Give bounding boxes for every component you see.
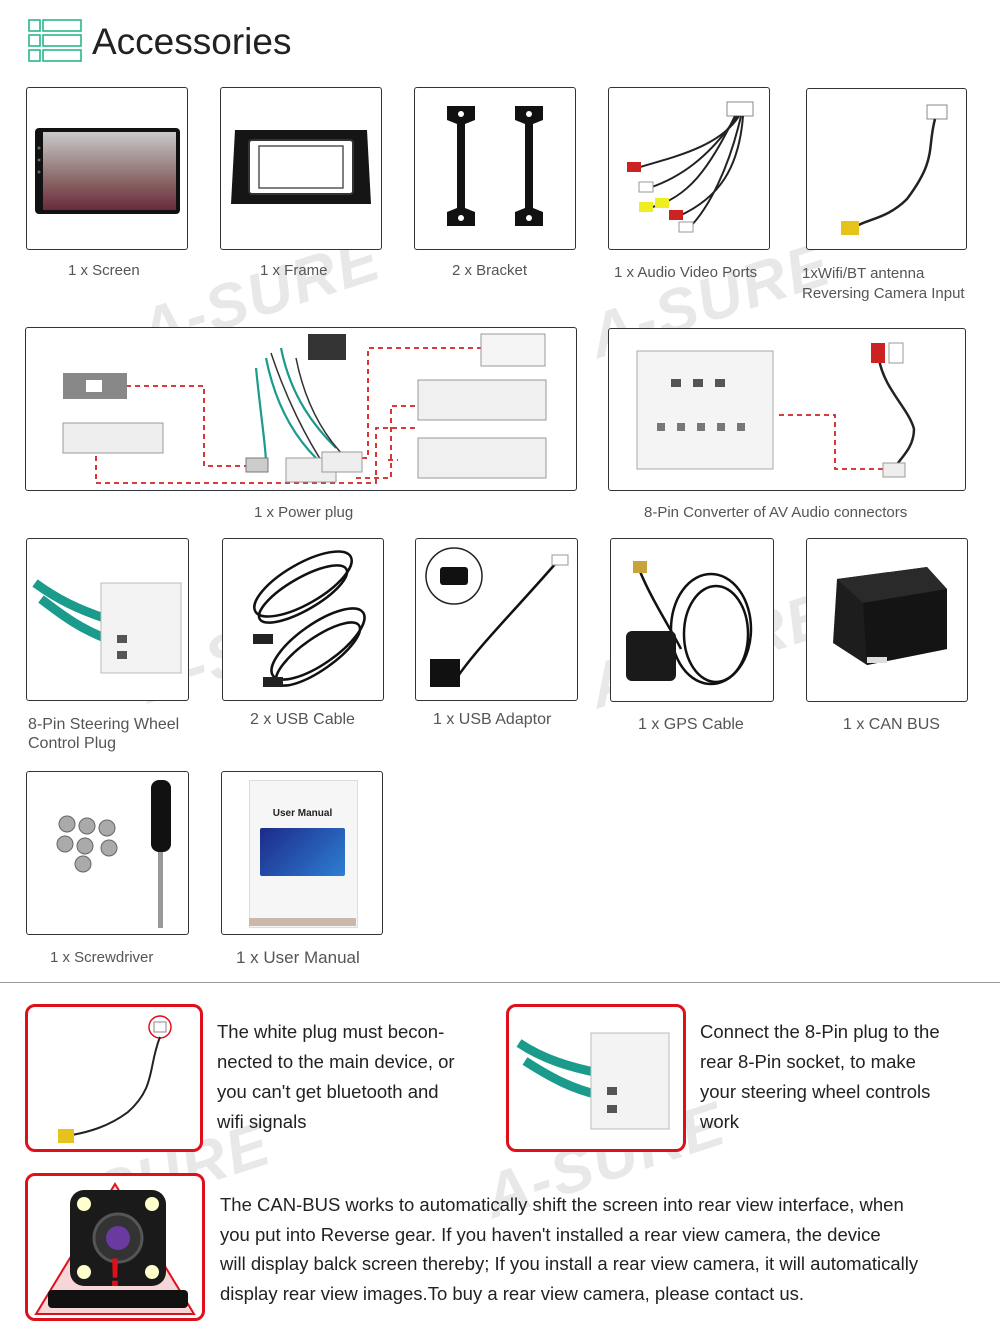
wifi-antenna-image bbox=[806, 88, 967, 250]
usb-adaptor-image bbox=[415, 538, 578, 701]
wifi-antenna-caption-2: Reversing Camera Input bbox=[802, 285, 965, 302]
manual-cover-title: User Manual bbox=[272, 808, 333, 819]
manual-image: User Manual bbox=[221, 771, 383, 935]
usb-cable-caption: 2 x USB Cable bbox=[250, 711, 355, 728]
section-divider bbox=[0, 982, 1000, 983]
wifi-plug-highlight-image bbox=[25, 1004, 203, 1152]
gps-caption: 1 x GPS Cable bbox=[638, 716, 744, 733]
steering-plug-highlight-image bbox=[506, 1004, 686, 1152]
screwdriver-caption: 1 x Screwdriver bbox=[50, 949, 154, 966]
wifi-antenna-caption-1: 1xWifi/BT antenna bbox=[802, 265, 925, 282]
screen-caption: 1 x Screen bbox=[68, 262, 140, 279]
screwdriver-image bbox=[26, 771, 189, 935]
frame-image bbox=[220, 87, 382, 250]
screen-image bbox=[26, 87, 188, 250]
canbus-image bbox=[806, 538, 968, 702]
page-title: Accessories bbox=[92, 21, 292, 62]
power-plug-caption: 1 x Power plug bbox=[254, 504, 354, 521]
av-converter-caption: 8-Pin Converter of AV Audio connectors bbox=[644, 504, 908, 521]
power-plug-image bbox=[25, 327, 577, 491]
usb-adaptor-caption: 1 x USB Adaptor bbox=[433, 711, 552, 728]
bracket-caption: 2 x Bracket bbox=[452, 262, 528, 279]
rear-camera-image: ! bbox=[25, 1173, 205, 1321]
steering-plug-caption-2: Control Plug bbox=[28, 735, 117, 752]
usb-cable-image bbox=[222, 538, 384, 701]
gps-image bbox=[610, 538, 774, 702]
av-converter-image bbox=[608, 328, 966, 491]
steering-plug-note: Connect the 8-Pin plug to the rear 8-Pin… bbox=[700, 1021, 940, 1132]
canbus-note: The CAN-BUS works to automatically shift… bbox=[220, 1194, 919, 1304]
header-list-icon bbox=[28, 18, 82, 64]
av-ports-image bbox=[608, 87, 770, 250]
steering-plug-caption-1: 8-Pin Steering Wheel bbox=[28, 716, 180, 733]
wifi-plug-note: The white plug must becon- nected to the… bbox=[217, 1021, 455, 1132]
svg-text:!: ! bbox=[108, 1251, 121, 1295]
av-ports-caption: 1 x Audio Video Ports bbox=[614, 264, 758, 281]
bracket-image bbox=[414, 87, 576, 250]
manual-caption: 1 x User Manual bbox=[236, 948, 360, 967]
steering-plug-image bbox=[26, 538, 189, 701]
frame-caption: 1 x Frame bbox=[260, 262, 328, 279]
canbus-caption: 1 x CAN BUS bbox=[843, 716, 940, 733]
